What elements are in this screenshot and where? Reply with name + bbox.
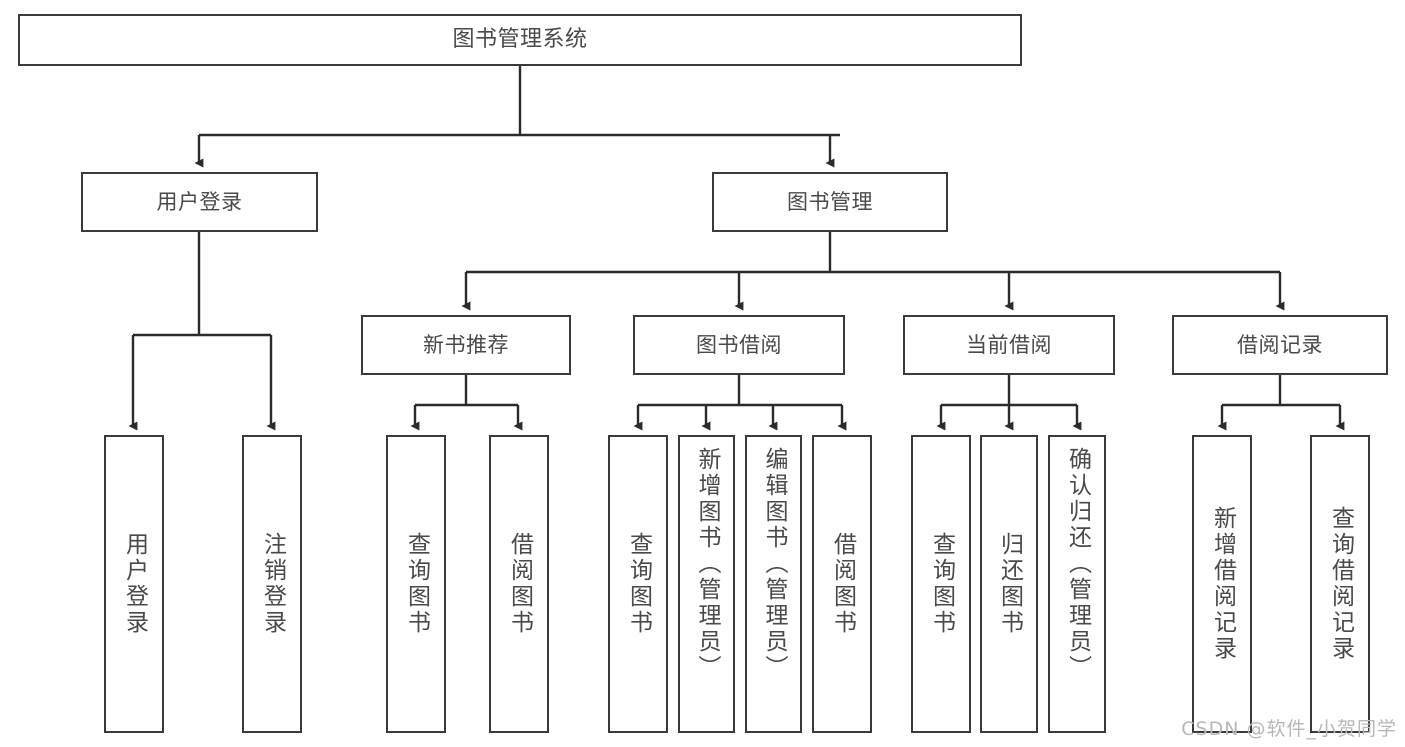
- node-label: 查询借阅记录: [1327, 506, 1354, 662]
- node-book-borrow[interactable]: 图书借阅: [633, 315, 845, 375]
- node-label: 新书推荐: [423, 332, 509, 357]
- node-label: 确认归还（管理员）: [1064, 447, 1091, 681]
- leaf-confirm-return-admin[interactable]: 确认归还（管理员）: [1048, 435, 1106, 733]
- watermark: CSDN @软件_小贺同学: [1181, 718, 1397, 740]
- node-label: 查询图书: [403, 532, 430, 636]
- leaf-add-book-admin[interactable]: 新增图书（管理员）: [678, 435, 735, 733]
- leaf-user-login[interactable]: 用户登录: [104, 435, 164, 733]
- node-label: 编辑图书（管理员）: [761, 447, 787, 681]
- leaf-add-borrow-record[interactable]: 新增借阅记录: [1192, 435, 1252, 733]
- node-label: 当前借阅: [966, 332, 1052, 357]
- leaf-return-book[interactable]: 归还图书: [980, 435, 1038, 733]
- node-label: 查询图书: [625, 532, 652, 636]
- leaf-borrow-book[interactable]: 借阅图书: [812, 435, 872, 733]
- node-label: 借阅图书: [506, 532, 533, 636]
- leaf-borrow-book-recommend[interactable]: 借阅图书: [489, 435, 549, 733]
- node-new-book-recommend[interactable]: 新书推荐: [361, 315, 571, 375]
- node-user-login[interactable]: 用户登录: [81, 172, 318, 232]
- node-label: 注销登录: [259, 532, 286, 636]
- node-label: 用户登录: [121, 532, 148, 636]
- leaf-query-book-borrow[interactable]: 查询图书: [608, 435, 668, 733]
- leaf-query-book-recommend[interactable]: 查询图书: [386, 435, 446, 733]
- node-label: 查询图书: [928, 532, 955, 636]
- node-label: 图书管理: [787, 189, 873, 214]
- node-root-system[interactable]: 图书管理系统: [18, 14, 1022, 66]
- leaf-edit-book-admin[interactable]: 编辑图书（管理员）: [745, 435, 802, 733]
- leaf-logout[interactable]: 注销登录: [242, 435, 302, 733]
- leaf-query-book-current[interactable]: 查询图书: [911, 435, 971, 733]
- node-borrow-record[interactable]: 借阅记录: [1172, 315, 1388, 375]
- node-label: 图书管理系统: [452, 27, 588, 53]
- node-label: 新增借阅记录: [1209, 506, 1236, 662]
- node-label: 图书借阅: [696, 332, 782, 357]
- node-label: 新增图书（管理员）: [694, 447, 720, 681]
- leaf-query-borrow-record[interactable]: 查询借阅记录: [1310, 435, 1370, 733]
- node-book-management[interactable]: 图书管理: [712, 172, 948, 232]
- node-label: 用户登录: [156, 189, 243, 214]
- node-label: 借阅记录: [1237, 332, 1323, 357]
- node-label: 借阅图书: [829, 532, 856, 636]
- node-label: 归还图书: [996, 532, 1023, 636]
- node-current-borrow[interactable]: 当前借阅: [903, 315, 1115, 375]
